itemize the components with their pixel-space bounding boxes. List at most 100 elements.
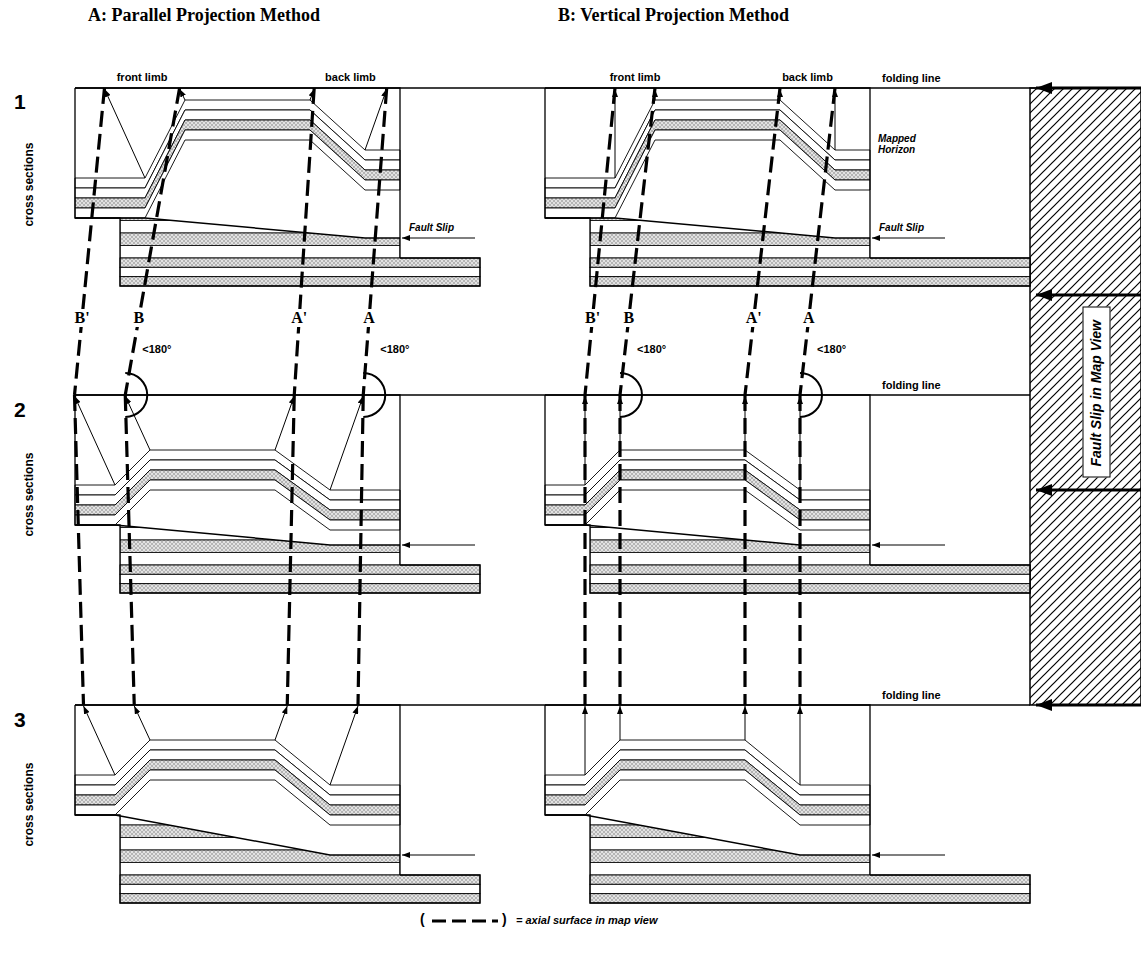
axial-surface <box>745 88 780 395</box>
angle-arc <box>125 373 147 417</box>
fault-slip-label: Fault Slip <box>878 222 925 233</box>
limb-label: front limb <box>115 71 170 83</box>
thrust-fault <box>75 525 400 545</box>
folding-line <box>75 704 1030 706</box>
slip-arrow <box>872 544 945 545</box>
angle-label: <180° <box>379 343 410 355</box>
projection-line <box>134 706 150 740</box>
footwall-bed <box>120 850 400 863</box>
slip-label-box: Fault Slip in Map View <box>1082 307 1110 478</box>
axial-letter: B <box>621 309 636 327</box>
footwall-bed <box>590 838 870 851</box>
basal-bed <box>120 875 480 884</box>
slip-arrow <box>1036 87 1141 90</box>
footwall-bed <box>120 221 400 234</box>
cross-section <box>75 395 480 593</box>
footwall-bed <box>590 221 870 234</box>
axial-surface <box>294 88 314 395</box>
slip-arrow <box>402 237 475 238</box>
slip-arrow <box>402 854 475 855</box>
slip-bar <box>1030 88 1141 705</box>
slip-arrow <box>872 237 945 238</box>
panel-heading: A: Parallel Projection Method <box>88 6 320 26</box>
projection-line <box>75 396 116 485</box>
axial-letter: B' <box>583 309 602 327</box>
footwall-bed <box>590 863 870 876</box>
folding-line <box>75 394 1030 396</box>
thrust-fault <box>545 525 870 545</box>
thrust-fault <box>75 815 400 855</box>
thrust-fault <box>75 218 400 238</box>
folded-bed <box>75 480 400 530</box>
footwall-bed <box>590 246 870 259</box>
thrust-fault <box>545 218 870 238</box>
axial-surface <box>798 395 801 705</box>
fault-slip-label: Fault Slip <box>408 222 455 233</box>
axial-letter: B' <box>72 309 91 327</box>
projection-line <box>745 706 746 740</box>
slip-arrow <box>402 544 475 545</box>
angle-label: <180° <box>636 343 667 355</box>
row-number: 3 <box>14 708 26 731</box>
legend-item: = axial surface in map view <box>516 914 658 926</box>
footwall-bed <box>590 850 870 863</box>
basal-bed <box>590 894 1030 903</box>
axial-letter: A' <box>289 309 309 327</box>
folding-line-label: folding line <box>880 689 943 701</box>
row-number: 1 <box>14 90 26 113</box>
limb-label: back limb <box>323 71 378 83</box>
folded-bed <box>75 130 400 218</box>
projection-line <box>84 706 116 775</box>
footwall-bed <box>120 553 400 566</box>
horizon-label: Mapped Horizon <box>877 133 949 155</box>
axial-letter: A <box>361 309 377 327</box>
section-frame <box>75 395 480 593</box>
folding-line <box>75 87 1141 89</box>
axial-letter: A <box>801 309 817 327</box>
folding-line-label: folding line <box>880 379 943 391</box>
folded-bed <box>545 480 870 530</box>
basal-bed <box>590 565 1030 574</box>
cross-section <box>545 705 1030 903</box>
angle-label: <180° <box>141 343 172 355</box>
footwall-bed <box>120 838 400 851</box>
basal-bed <box>590 584 1030 593</box>
basal-bed <box>590 267 1030 276</box>
basal-bed <box>120 884 480 893</box>
footwall-bed <box>120 863 400 876</box>
axis-label: cross sections <box>23 763 36 847</box>
axial-letter: B <box>132 309 147 327</box>
axis-label: cross sections <box>23 143 36 227</box>
legend-bracket: ( <box>420 912 425 927</box>
basal-bed <box>590 258 1030 267</box>
footwall-bed <box>120 208 400 221</box>
section-frame <box>545 705 1030 903</box>
footwall-bed <box>590 233 870 246</box>
basal-bed <box>120 258 480 267</box>
basal-bed <box>120 565 480 574</box>
projection-line <box>275 706 287 740</box>
projection-line <box>800 706 801 785</box>
footwall-bed <box>590 208 870 221</box>
basal-bed <box>590 574 1030 583</box>
legend-bracket: ) <box>502 912 507 927</box>
axial-surface <box>583 395 586 705</box>
axis-label: cross sections <box>23 453 36 537</box>
limb-label: back limb <box>780 71 835 83</box>
axial-surface <box>75 88 105 395</box>
row-number: 2 <box>14 398 26 421</box>
footwall-bed <box>590 825 870 838</box>
angle-label: <180° <box>816 343 847 355</box>
projection-line <box>330 396 363 490</box>
slip-arrow <box>1036 294 1141 297</box>
basal-bed <box>590 884 1030 893</box>
slip-arrow <box>872 854 945 855</box>
basal-bed <box>590 875 1030 884</box>
thrust-fault <box>545 815 870 855</box>
basal-bed <box>590 277 1030 286</box>
axial-surface <box>75 395 84 705</box>
footwall-bed <box>590 540 870 553</box>
box-text: Fault Slip in Map View <box>1087 318 1103 467</box>
axial-surface <box>358 395 363 705</box>
